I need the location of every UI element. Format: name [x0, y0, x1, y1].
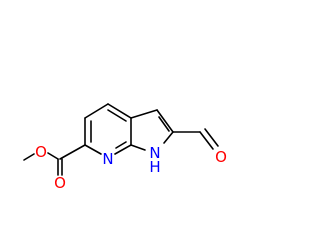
bond-carbonyl-ring [59, 144, 86, 160]
oxygen-ether-label: O [35, 143, 47, 161]
bond-cho-o-b [204, 128, 219, 147]
bond-c4-c3a-inner [107, 109, 127, 122]
bond-cho-o-a [199, 131, 214, 150]
atom-labels: O O N H N O [35, 143, 227, 192]
oxygen-aldehyde-label: O [215, 148, 227, 166]
bond-c3-c2 [156, 109, 174, 133]
oxygen-carbonyl-label: O [54, 174, 66, 192]
bond-c3a-c3 [130, 109, 158, 119]
structure-svg: O O N H N O [23, 103, 227, 192]
bond-c4-c3a [107, 103, 132, 119]
bond-c7a-n [114, 144, 132, 155]
molecule-diagram: O O N H N O [23, 103, 227, 192]
bond-c3-c2-inner [158, 116, 170, 132]
hydrogen-nh-label: H [149, 158, 160, 176]
bond-c5-c4 [84, 103, 109, 119]
bond-c2-nh [163, 131, 174, 144]
bond-o-carbonyl [47, 152, 59, 160]
bond-c7a-n-inner [115, 141, 127, 149]
bond-nh-c7a [130, 144, 146, 151]
bond-n-c6 [84, 144, 102, 155]
bond-methyl-o [23, 153, 35, 161]
bonds [23, 103, 219, 176]
nitrogen-pyridine-label: N [102, 150, 113, 168]
nitrogen-pyrrole-label: N [149, 144, 160, 162]
